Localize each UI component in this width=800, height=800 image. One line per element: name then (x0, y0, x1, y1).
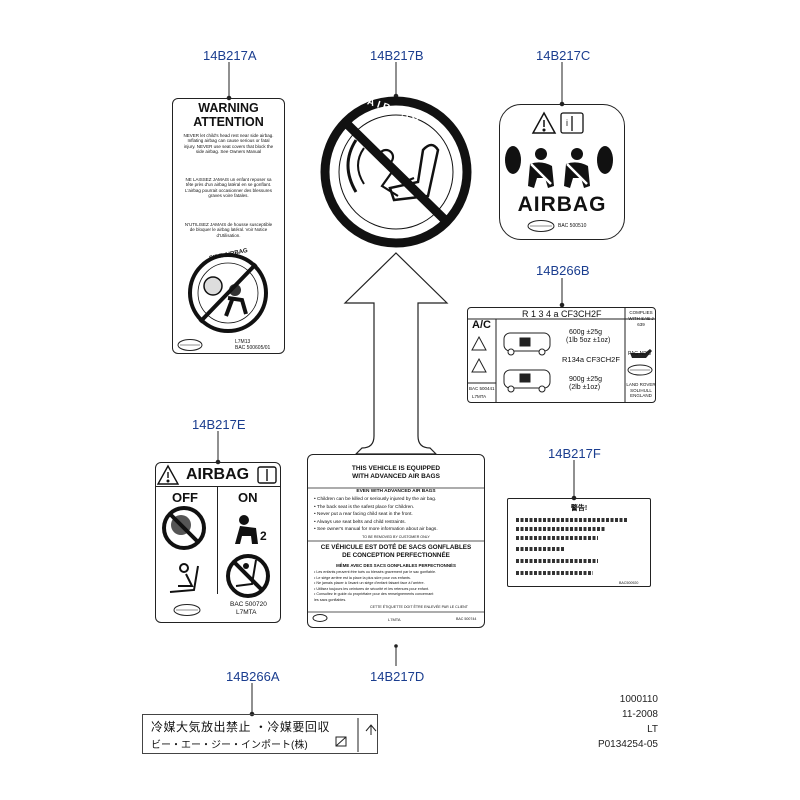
manual-book-icon: i (560, 112, 584, 134)
chinese-text-line-4 (516, 547, 564, 551)
label-e-code-1: BAC 500720 (230, 601, 267, 608)
chinese-text-line-1 (516, 518, 628, 522)
chinese-text-line-6 (516, 571, 593, 575)
japanese-line-2: ビー・エー・ジー・インポート(株) (151, 740, 308, 751)
d-bullet-3: • Never put a rear facing child seat in … (314, 512, 413, 518)
ref-part-number: P0134254-05 (597, 739, 658, 750)
chinese-text-line-5 (516, 559, 598, 563)
d-heading-2: WITH ADVANCED AIR BAGS (352, 473, 440, 480)
svg-text:i: i (566, 118, 568, 128)
side-airbag-prohibition-icon (188, 253, 268, 333)
pag-text: PAG ND 8 (628, 351, 651, 357)
callout-14b217b: 14B217B (370, 48, 424, 63)
label-266b-model: L7MTA (472, 394, 487, 399)
ref-number: 1000110 (619, 694, 658, 705)
label-e-column-divider (217, 486, 218, 594)
d-fr-bullet-6: les sacs gonflables. (314, 597, 347, 602)
label-14b217c: AIRBAG BAC 500510 (499, 104, 625, 240)
airbag-title-e: AIRBAG (186, 466, 250, 483)
attention-title: ATTENTION (193, 115, 264, 129)
amount-2a: 900g ±25g (569, 376, 603, 383)
callout-14b217c: 14B217C (536, 48, 591, 63)
label-14b217e: AIRBAG OFF ON 2 BAC 500720 L7MTA (155, 462, 281, 623)
japanese-line-1: 冷媒大気放出禁止 ・冷媒要回収 (151, 720, 330, 734)
front-airbag-icons (505, 146, 613, 188)
label-d-code: BAC 500744 (456, 617, 477, 621)
d-subheading: EVEN WITH ADVANCED AIR BAGS (356, 489, 436, 494)
d-bullet-1: • Children can be killed or seriously in… (314, 497, 437, 502)
warning-text-fr-1: NE LAISSEZ JAMAIS un enfant reposer sa t… (185, 177, 272, 199)
label-f-code: BAC500920 (619, 581, 639, 585)
label-14b217d: THIS VEHICLE IS EQUIPPED WITH ADVANCED A… (307, 454, 485, 628)
two-label: 2 (260, 529, 267, 543)
maker-text: LAND ROVER SOLIHULL ENGLAND (626, 382, 656, 398)
label-e-code-2: L7MTA (236, 609, 257, 616)
airbag-title: AIRBAG (517, 193, 607, 216)
d-removed-note: TO BE REMOVED BY CUSTOMER ONLY (362, 535, 430, 539)
on-label: ON (238, 490, 258, 505)
land-rover-logo-d (312, 614, 328, 622)
amount-2b: (2lb ±1oz) (569, 384, 601, 391)
d-bullet-4: • Always use seat belts and child restra… (314, 519, 406, 525)
airbag-off-warning-icon (156, 464, 277, 485)
complies-text: COMPLIES WITH SAE J 639 (628, 310, 654, 327)
label-d-model: L7MTA (388, 617, 401, 622)
d-fr-bullet-5: • Consultez le guide du propriétaire pou… (314, 592, 434, 596)
d-fr-bullet-1: • Les enfants peuvent être tués ou bless… (314, 570, 437, 574)
callout-14b266b: 14B266B (536, 263, 590, 278)
callout-14b217e: 14B217E (192, 417, 246, 432)
airbag-prohibition-icon (320, 96, 472, 248)
callout-14b217a: 14B217A (203, 48, 257, 63)
ref-date: 11-2008 (622, 709, 658, 720)
label-266b-code: BAC 500441 (469, 386, 495, 391)
connector-arrow (343, 252, 449, 455)
side-airbag-ring-text: SIDE AIRBAG (208, 247, 249, 263)
label-14b217f: 警告! BAC500920 (507, 498, 651, 587)
d-fr-heading-2: DE CONCEPTION PERFECTIONNÉE (342, 552, 450, 559)
label-14b266b: A/C R 1 3 4 a CF3CH2F 600g ±25g (1lb 5oz… (467, 307, 656, 403)
passenger-icon (235, 515, 258, 544)
d-fr-bullet-4: • Utilisez toujours les ceintures de séc… (314, 586, 430, 591)
refrigerant-label: R 1 3 4 a CF3CH2F (522, 309, 602, 319)
label-c-code: BAC 500510 (558, 223, 587, 229)
d-heading-1: THIS VEHICLE IS EQUIPPED (351, 465, 441, 472)
amount-1b: (1lb 5oz ±1oz) (566, 337, 611, 344)
refrigerant-label-2: R134a CF3CH2F (562, 355, 620, 364)
warning-title: WARNING (198, 101, 259, 115)
callout-14b266a: 14B266A (226, 669, 280, 684)
ac-label: A/C (472, 319, 491, 331)
callout-14b217f: 14B217F (548, 446, 601, 461)
label-a-code-1: L7M13 (235, 339, 251, 345)
ref-model: LT (647, 724, 658, 735)
callout-14b217d: 14B217D (370, 669, 425, 684)
warning-triangle-icon (531, 111, 557, 134)
d-fr-bullet-2: • Le siège arrière est la place la plus … (314, 575, 411, 580)
off-label: OFF (172, 490, 198, 505)
label-e-divider (156, 486, 280, 487)
warning-text-en: NEVER let child's head rest near side ai… (183, 133, 274, 155)
chinese-text-line-3 (516, 536, 598, 540)
warning-text-fr-2: N'UTILISEZ JAMAIS de housse susceptible … (184, 222, 273, 238)
chinese-warning-title: 警告! (570, 505, 588, 512)
d-bullet-2: • The back seat is the safest place for … (314, 504, 415, 510)
d-fr-bullet-3: • Ne jamais placer à l'avant un siège d'… (314, 581, 425, 585)
d-fr-heading-1: CE VÉHICULE EST DOTÉ DE SACS GONFLABLES (320, 544, 472, 551)
label-14b266a: 冷媒大気放出禁止 ・冷媒要回収 ビー・エー・ジー・インポート(株) (142, 714, 378, 754)
chinese-text-line-2 (516, 527, 606, 531)
label-14b217a: WARNING ATTENTION NEVER let child's head… (172, 98, 285, 354)
airbag-off-prohibition-icon (162, 506, 206, 550)
child-seat-icon (169, 563, 199, 593)
d-fr-subheading: MÊME AVEC DES SACS GONFLABLES PERFECTION… (336, 563, 456, 568)
label-a-code-2: BAC 500605/01 (235, 345, 271, 351)
oil-can-icon (630, 349, 652, 358)
d-fr-removed-note: CETTE ÉTIQUETTE DOIT ÊTRE ENLEVÉE PAR LE… (370, 605, 468, 609)
child-seat-prohibition-icon (226, 554, 270, 598)
d-bullet-5: • See owner's manual for more informatio… (314, 527, 438, 533)
amount-1a: 600g ±25g (569, 329, 603, 336)
